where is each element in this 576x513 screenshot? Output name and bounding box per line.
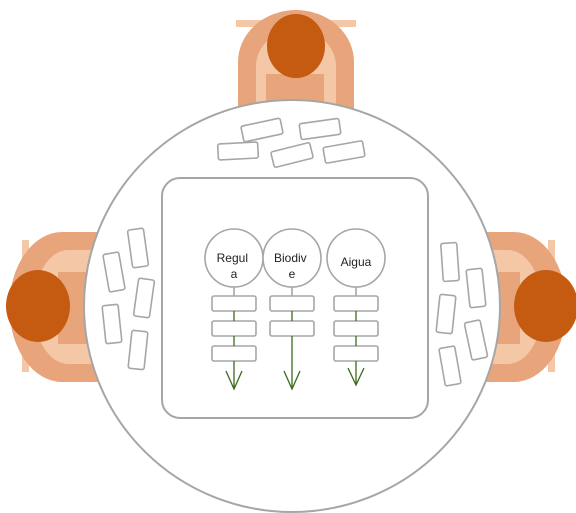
arrow-down-icon xyxy=(347,367,365,387)
step-box xyxy=(333,345,379,362)
person-icon xyxy=(514,270,576,342)
step-box xyxy=(211,345,257,362)
column-label: Biodiv e xyxy=(274,251,310,281)
card xyxy=(270,142,314,168)
person-icon xyxy=(267,14,325,78)
card xyxy=(101,303,123,345)
arrow-down-icon xyxy=(225,370,243,391)
person-top xyxy=(236,10,356,110)
cards-left xyxy=(101,227,156,371)
column-label: Regul a xyxy=(217,251,252,281)
person-icon xyxy=(6,270,70,342)
card xyxy=(298,117,342,141)
card xyxy=(132,277,156,319)
arrow-down-icon xyxy=(283,370,301,391)
card xyxy=(127,329,149,371)
card xyxy=(216,141,260,161)
cards-top xyxy=(216,117,366,168)
flow-column-1: Regul a xyxy=(204,228,264,391)
card xyxy=(465,267,487,309)
card xyxy=(322,140,366,164)
cards-right xyxy=(435,241,489,387)
card xyxy=(440,241,460,283)
step-box xyxy=(211,320,257,337)
card xyxy=(463,319,489,361)
card xyxy=(102,251,126,293)
flow-column-2: Biodiv e xyxy=(262,228,322,391)
step-box xyxy=(269,295,315,312)
card xyxy=(438,345,462,387)
card xyxy=(240,117,284,143)
card xyxy=(435,293,457,335)
step-box xyxy=(333,320,379,337)
card xyxy=(126,227,150,269)
flow-column-3: Aigua xyxy=(326,228,386,387)
step-box xyxy=(211,295,257,312)
step-box xyxy=(333,295,379,312)
column-label: Aigua xyxy=(341,255,372,269)
step-box xyxy=(269,320,315,337)
